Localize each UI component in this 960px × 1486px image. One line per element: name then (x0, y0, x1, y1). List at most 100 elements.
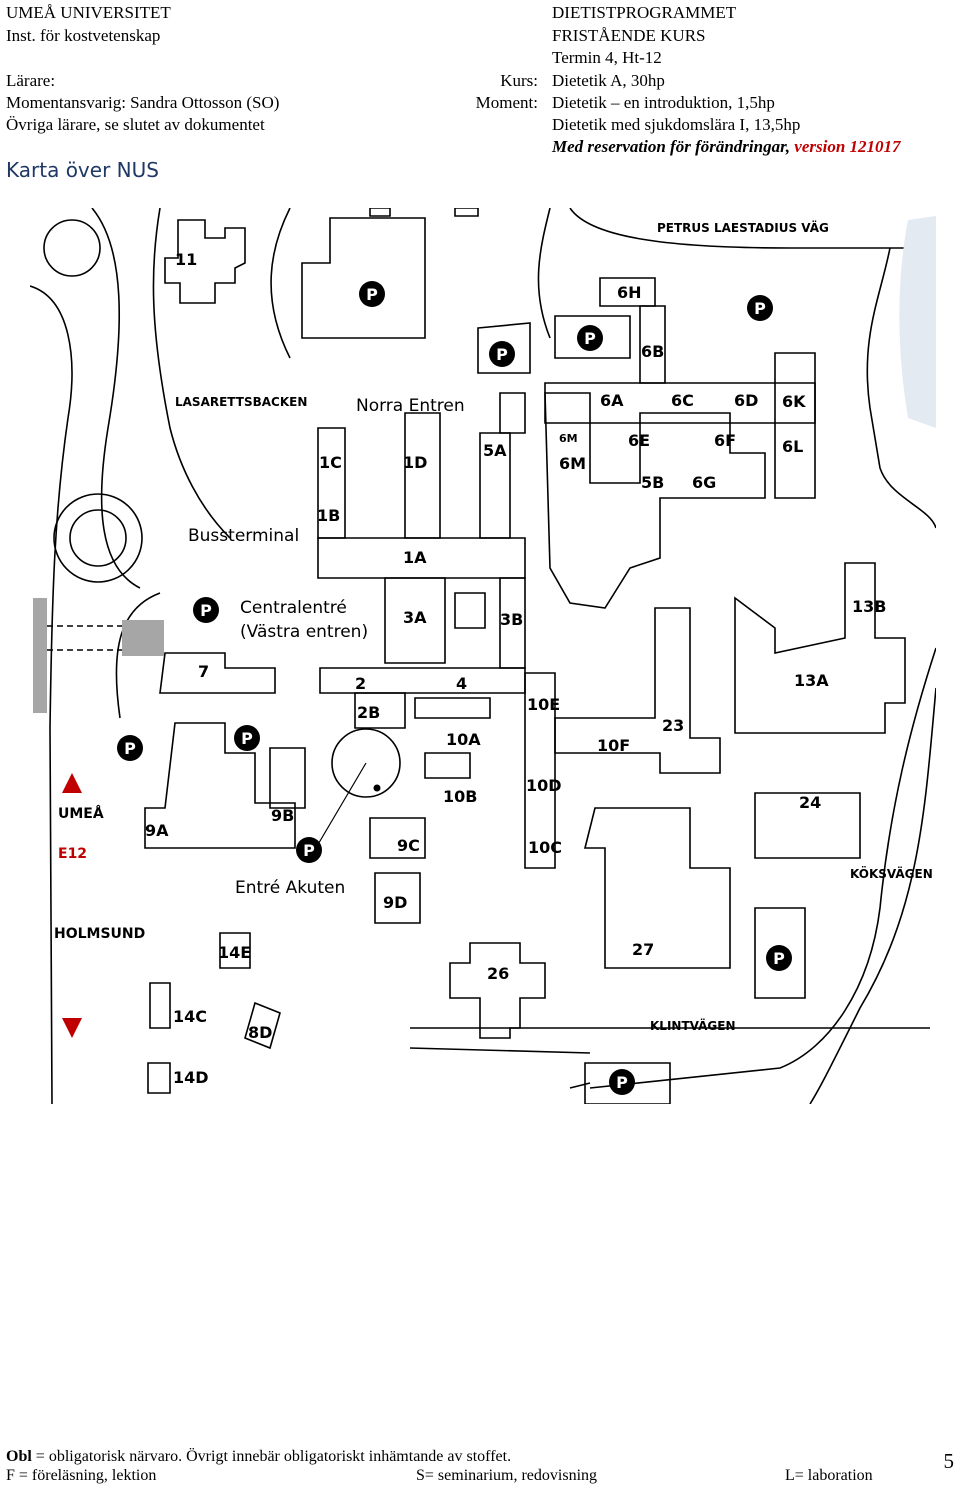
building-label: 2 (355, 674, 366, 693)
building-label: 6G (692, 473, 716, 492)
building-10F-23 (554, 607, 721, 774)
building-label: 9D (383, 893, 407, 912)
version-text: version 121017 (794, 137, 901, 156)
parking-icon: P (747, 295, 773, 321)
e12-bridge-dashes (47, 625, 122, 651)
moment-2: Dietetik med sjukdomslära I, 13,5hp (552, 115, 801, 134)
parking-icon: P (117, 735, 143, 761)
building-6K-6L (774, 352, 816, 499)
road-label-lasarettsbacken: LASARETTSBACKEN (175, 395, 307, 409)
parking-icon: P (489, 341, 515, 367)
building-label: 6K (782, 392, 806, 411)
building-label: 8D (248, 1023, 272, 1042)
institution-name: Inst. för kostvetenskap (6, 26, 161, 45)
place-entre-akuten: Entré Akuten (235, 878, 345, 898)
building-13A-13B (734, 562, 906, 734)
building-27 (583, 807, 731, 969)
reservation-note: Med reservation för förändringar, versio… (552, 136, 901, 158)
building-2B (354, 692, 406, 729)
parking-icon: P (193, 597, 219, 623)
building-label: 6D (734, 391, 758, 410)
building-10E-10D-10C (524, 672, 556, 869)
road-label-klintvagen: KLINTVÄGEN (650, 1018, 736, 1033)
building-label: 3B (500, 610, 523, 629)
program-name: DIETISTPROGRAMMET (552, 3, 737, 22)
building-7 (159, 652, 276, 694)
road-label-petrus: PETRUS LAESTADIUS VÄG (657, 220, 829, 235)
e12-bridge-bar (33, 598, 47, 713)
building-6M (544, 392, 766, 609)
course-type: FRISTÅENDE KURS (552, 26, 706, 45)
place-centralentre: Centralentré (240, 598, 347, 618)
parking-icon: P (766, 945, 792, 971)
footer-f-text: F = föreläsning, lektion (6, 1467, 157, 1484)
building-label: 9C (397, 836, 420, 855)
other-teachers: Övriga lärare, se slutet av dokumentet (6, 115, 265, 134)
road-loop (115, 592, 161, 719)
building-label: 6L (782, 437, 803, 456)
road-north-inner (537, 208, 551, 339)
university-name: UMEÅ UNIVERSITET (6, 3, 171, 22)
obl-label: Obl (6, 1448, 32, 1465)
building-north-stubs (369, 208, 479, 217)
building-label: 6C (671, 391, 694, 410)
building-p-lot-south (584, 1062, 671, 1104)
building-label: 13A (794, 671, 829, 690)
place-bussterminal: Bussterminal (188, 526, 299, 546)
campus-map: P P P P P P P P P P PETRUS LAESTADIUS VÄ… (30, 208, 936, 1104)
svg-text:P: P (303, 841, 315, 860)
responsible-teacher: Momentansvarig: Sandra Ottosson (SO) (6, 93, 280, 112)
term: Termin 4, Ht-12 (552, 48, 662, 67)
building-label: 9B (271, 806, 294, 825)
building-p-lot-east (754, 907, 806, 999)
e12-bridge-block (122, 620, 164, 656)
building-label: 14E (218, 943, 251, 962)
road-label-koksvagen: KÖKSVÄGEN (850, 866, 933, 881)
building-label: 10A (446, 730, 481, 749)
building-akuten-circle (331, 728, 401, 798)
building-label: 1B (317, 506, 340, 525)
footer-l-text: L= laboration (785, 1467, 873, 1484)
building-label: 14D (173, 1068, 209, 1087)
building-label: 4 (456, 674, 467, 693)
parking-icon: P (234, 725, 260, 751)
svg-text:P: P (124, 739, 136, 758)
east-shade-area (899, 216, 936, 428)
road-east-edge (866, 247, 936, 529)
building-label: 6H (617, 283, 642, 302)
building-label: 1A (403, 548, 427, 567)
building-11 (164, 219, 246, 304)
building-north-small-2 (554, 315, 631, 359)
building-9A-9B (144, 722, 296, 849)
svg-text:P: P (754, 299, 766, 318)
building-label: 6E (628, 431, 650, 450)
building-label: 14C (173, 1007, 207, 1026)
parking-icon: P (577, 325, 603, 351)
building-label: 10F (597, 736, 630, 755)
footer-obl-line: Obl = obligatorisk närvaro. Övrigt inneb… (6, 1447, 511, 1466)
building-24 (754, 792, 861, 859)
road-e12-edge (30, 285, 73, 1104)
building-2-4 (319, 667, 526, 694)
svg-text:P: P (616, 1073, 628, 1092)
arrow-up-icon (62, 773, 82, 793)
building-14C (149, 982, 171, 1029)
parking-icon: P (296, 837, 322, 863)
building-label: 6A (600, 391, 624, 410)
building-label: 9A (145, 821, 169, 840)
road-lasarettsbacken-edge-2 (152, 208, 231, 539)
building-north-block (301, 217, 426, 339)
building-8D (244, 1001, 281, 1050)
building-5A-top (499, 392, 526, 434)
building-label: 10D (526, 776, 562, 795)
building-9C (369, 817, 426, 859)
roundabout-west (53, 493, 143, 583)
akuten-pointer-dot (373, 784, 381, 792)
building-3A-annex (454, 592, 486, 629)
building-label: 6M (559, 432, 578, 445)
moment-1: Dietetik – en introduktion, 1,5hp (552, 93, 775, 112)
course-name: Dietetik A, 30hp (552, 71, 665, 90)
building-3A (384, 577, 446, 664)
building-14D (147, 1062, 171, 1094)
building-label: 2B (357, 703, 380, 722)
